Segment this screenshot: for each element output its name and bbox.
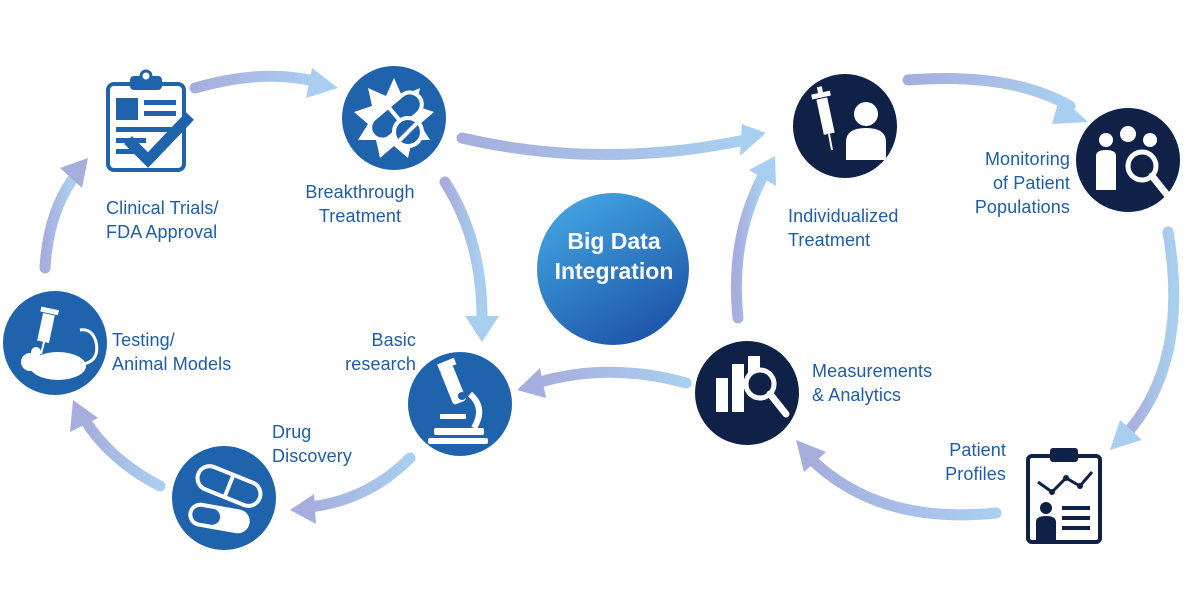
arrow-breakthrough-to-basic <box>439 176 499 342</box>
capsules-icon <box>172 446 276 550</box>
label-patient-profiles: Patient Profiles <box>945 440 1006 484</box>
arrow-individualized-to-monitoring <box>902 73 1088 124</box>
syringe-person-icon <box>793 74 897 178</box>
label-individualized-treatment: Individualized Treatment <box>788 206 899 250</box>
arrow-breakthrough-to-individualized <box>456 124 766 161</box>
pills-burst-icon <box>342 66 446 170</box>
chart-magnifier-icon <box>695 341 799 445</box>
arrow-measurements-to-individualized <box>730 156 776 324</box>
arrow-testing-to-clinical <box>39 158 88 274</box>
clipboard-chart-icon <box>1026 448 1102 544</box>
label-basic-research: Basic research <box>345 330 416 374</box>
arrow-drug-to-testing <box>70 400 166 492</box>
label-drug-discovery: Drug Discovery <box>272 422 352 466</box>
clipboard-check-icon <box>106 69 194 172</box>
arrow-measurements-to-basic <box>517 366 692 398</box>
label-breakthrough-treatment: Breakthrough Treatment <box>305 182 415 226</box>
label-measurements: Measurements & Analytics <box>812 361 933 405</box>
mouse-syringe-icon <box>3 291 107 395</box>
people-magnifier-icon <box>1076 108 1180 212</box>
arrow-clinical-to-breakthrough <box>189 68 338 98</box>
center-circle <box>537 193 689 345</box>
arrow-monitoring-to-profiles <box>1110 226 1180 450</box>
center-label: Big Data Integration <box>554 228 674 284</box>
arrow-basic-to-drug <box>290 452 416 524</box>
label-monitoring: Monitoring of Patient Populations <box>974 149 1070 217</box>
arrow-profiles-to-measurements <box>796 440 1002 521</box>
microscope-icon <box>408 352 512 456</box>
label-testing: Testing/ Animal Models <box>112 330 232 374</box>
label-clinical-trials: Clinical Trials/ FDA Approval <box>106 198 219 242</box>
